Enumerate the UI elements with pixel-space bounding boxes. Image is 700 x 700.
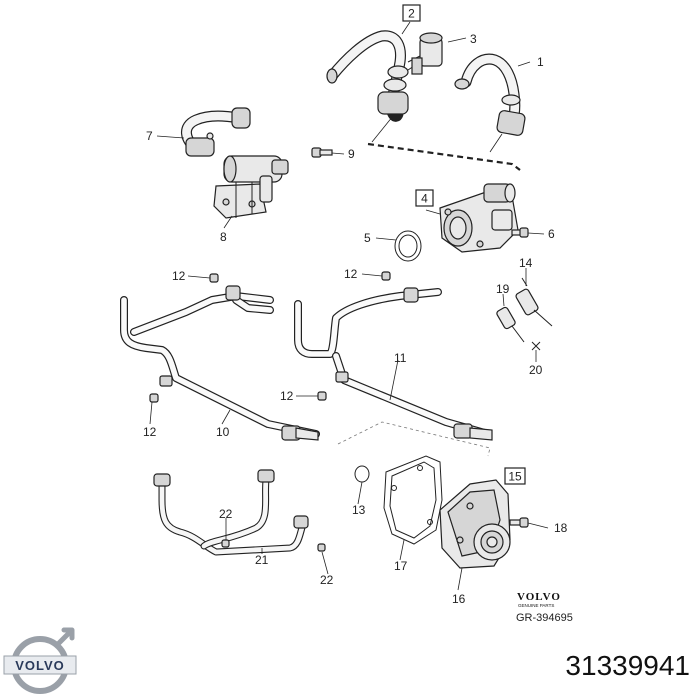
callout-box-15 bbox=[504, 467, 526, 485]
part-4-thermostat-housing bbox=[439, 183, 519, 253]
brand-wordmark: VOLVO bbox=[517, 591, 561, 603]
callout-19: 19 bbox=[496, 282, 510, 296]
part-17-gasket bbox=[383, 455, 443, 545]
part-9-bolt bbox=[311, 147, 333, 158]
callout-12-a: 12 bbox=[172, 269, 186, 283]
gasket-dashed-outline bbox=[337, 421, 491, 457]
callout-box-2 bbox=[402, 4, 421, 22]
part-6-bolt bbox=[511, 227, 529, 238]
brand-subline: GENUINE PARTS bbox=[518, 603, 554, 608]
brand-block: VOLVO GENUINE PARTS GR-394695 bbox=[516, 591, 573, 624]
part-1-upper-hose bbox=[454, 53, 526, 136]
part-number: 31339941 bbox=[565, 650, 690, 681]
part-2-hose-assembly bbox=[326, 30, 443, 122]
callout-8: 8 bbox=[220, 230, 227, 244]
part-8-pump bbox=[213, 155, 289, 219]
callout-box-4 bbox=[415, 189, 434, 207]
part-11-metal-pipe bbox=[294, 287, 493, 441]
leader-lines bbox=[149, 21, 549, 591]
part-22-bolts bbox=[221, 539, 326, 552]
callout-3: 3 bbox=[470, 32, 477, 46]
part-10-metal-pipe bbox=[120, 285, 320, 441]
connection-dashed-line bbox=[367, 142, 521, 171]
callout-6: 6 bbox=[548, 227, 555, 241]
callout-2: 2 bbox=[408, 7, 415, 21]
callout-11: 11 bbox=[394, 351, 407, 365]
callout-22-a: 22 bbox=[219, 507, 233, 521]
callout-20: 20 bbox=[529, 363, 543, 377]
part-5-seal-ring bbox=[394, 230, 422, 262]
callout-14: 14 bbox=[519, 256, 533, 270]
callout-16: 16 bbox=[452, 592, 466, 606]
callout-17: 17 bbox=[394, 559, 408, 573]
callout-13: 13 bbox=[352, 503, 366, 517]
callout-9: 9 bbox=[348, 147, 355, 161]
callout-15: 15 bbox=[508, 470, 522, 484]
part-7-small-hose bbox=[181, 107, 251, 157]
callout-22-b: 22 bbox=[320, 573, 334, 587]
part-19-sensor bbox=[496, 306, 525, 343]
callout-12-b: 12 bbox=[344, 267, 358, 281]
part-16-water-pump bbox=[439, 479, 511, 569]
logo-wordmark: VOLVO bbox=[15, 658, 65, 673]
callout-4: 4 bbox=[421, 192, 428, 206]
callout-5: 5 bbox=[364, 231, 371, 245]
callout-12-d: 12 bbox=[143, 425, 157, 439]
part-20-clip bbox=[531, 341, 541, 351]
callout-21: 21 bbox=[255, 553, 269, 567]
callout-10: 10 bbox=[216, 425, 230, 439]
part-14-sensor bbox=[515, 277, 553, 327]
diagram-reference: GR-394695 bbox=[516, 612, 573, 624]
callout-7: 7 bbox=[146, 129, 153, 143]
part-21-hose-assembly bbox=[153, 469, 309, 556]
part-18-bolt bbox=[509, 517, 529, 528]
callout-12-c: 12 bbox=[280, 389, 294, 403]
callout-18: 18 bbox=[554, 521, 568, 535]
volvo-logo: VOLVO bbox=[3, 627, 77, 694]
callout-1: 1 bbox=[537, 55, 544, 69]
callout-labels: 2 1 3 7 9 8 4 5 6 14 19 20 12 12 12 12 1… bbox=[143, 4, 568, 606]
part-13-seal-ring bbox=[354, 465, 370, 483]
